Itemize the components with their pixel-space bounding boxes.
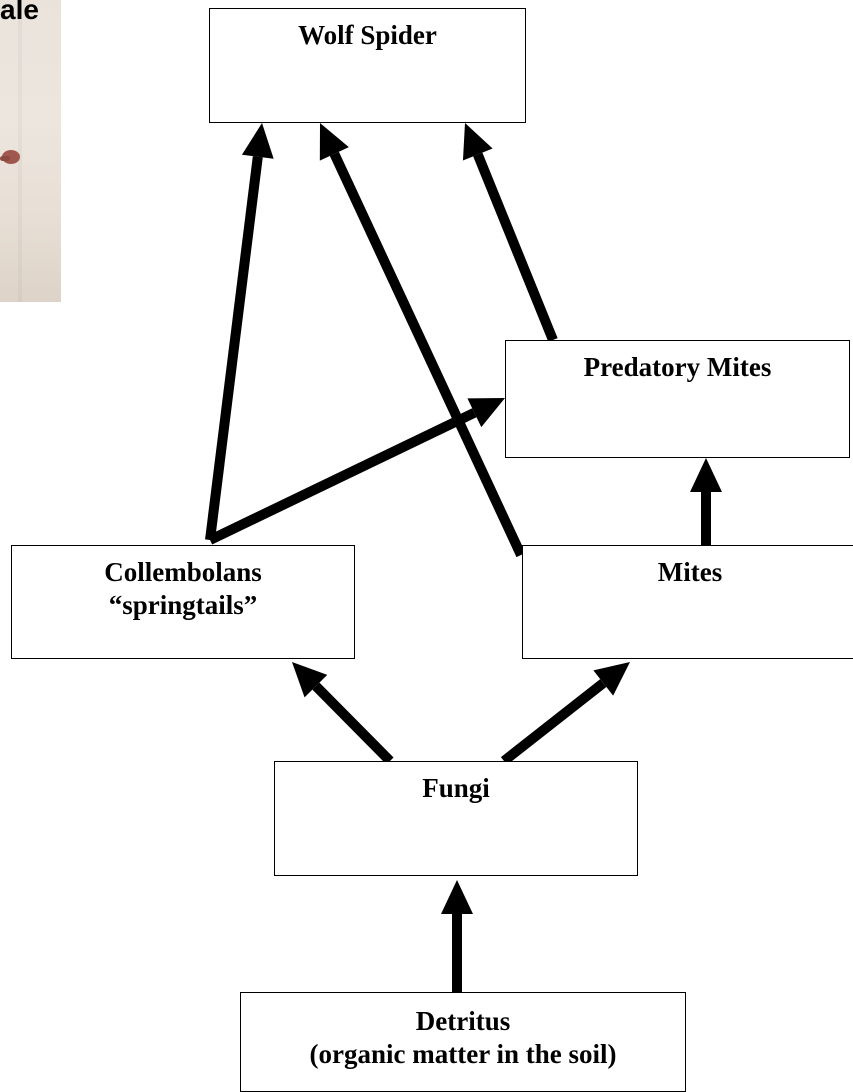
arrow-shaft [473, 152, 558, 342]
node-fungi-label: Fungi [422, 773, 490, 803]
arrow-layer [205, 123, 722, 992]
arrow-mites-to-predatory-mites [690, 458, 722, 545]
node-mites: Mites [522, 545, 853, 659]
node-detritus-sublabel: (organic matter in the soil) [309, 1039, 617, 1069]
node-predatory-mites: Predatory Mites [505, 340, 850, 458]
node-collembolans-sublabel: “springtails” [108, 590, 258, 620]
arrow-head [292, 662, 328, 698]
arrow-head [593, 662, 630, 696]
node-collembolans-label: Collembolans [104, 557, 262, 587]
arrow-head [690, 458, 722, 492]
node-detritus: Detritus (organic matter in the soil) [240, 992, 686, 1092]
node-fungi: Fungi [274, 761, 638, 876]
arrow-shaft [500, 679, 607, 765]
arrow-predatory-mites-to-wolf-spider [462, 123, 558, 342]
arrow-fungi-to-collembolans [292, 662, 394, 765]
node-collembolans: Collembolans “springtails” [11, 545, 355, 659]
photo-spot-tail [0, 156, 10, 161]
arrow-shaft [205, 156, 263, 541]
arrow-collembolans-to-wolf-spider [205, 123, 274, 541]
arrow-head [467, 398, 505, 428]
photo-caption: ale [0, 0, 39, 25]
arrow-collembolans-to-predatory-mites [207, 398, 505, 545]
arrow-head [241, 123, 274, 159]
arrow-head [462, 123, 493, 161]
arrow-mites-to-wolf-spider [319, 123, 526, 558]
node-mites-label: Mites [657, 557, 723, 587]
node-predatory-mites-label: Predatory Mites [583, 352, 772, 382]
arrow-fungi-to-mites [500, 662, 630, 765]
node-detritus-label: Detritus [415, 1006, 511, 1036]
arrow-shaft [329, 151, 526, 558]
arrow-shaft [207, 408, 477, 545]
node-wolf-spider: Wolf Spider [209, 8, 526, 123]
arrow-detritus-to-fungi [441, 880, 473, 992]
arrow-head [319, 123, 349, 161]
arrow-head [441, 880, 473, 914]
arrow-shaft [312, 682, 394, 765]
node-wolf-spider-label: Wolf Spider [298, 20, 437, 50]
photo-fragment: ale [0, 0, 61, 302]
